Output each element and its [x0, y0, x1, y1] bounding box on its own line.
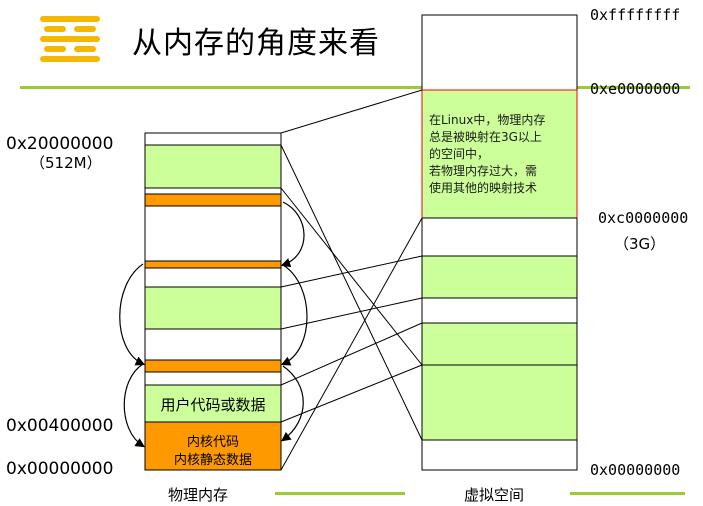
phys-addr-bottom: 0x00000000 [6, 459, 114, 479]
footer-rule-left [275, 492, 405, 495]
kernel-block-label-1: 内核代码 [186, 435, 239, 450]
note-line-4: 若物理内存过大，需 [429, 164, 538, 178]
phys-addr-mid: 0x00400000 [6, 416, 114, 436]
virt-green-block-1 [421, 255, 578, 299]
virt-addr-top: 0xffffffff [590, 6, 681, 24]
physical-memory-label: 物理内存 [168, 486, 229, 504]
virtual-space-column [421, 14, 578, 471]
note-line-1: 在Linux中，物理内存 [429, 113, 546, 127]
phys-green-block-1 [144, 144, 282, 189]
logo [38, 14, 102, 64]
virt-addr-c: 0xc0000000 [598, 209, 689, 227]
phys-kernel-block [144, 421, 282, 471]
phys-orange-strip-1 [144, 193, 282, 207]
curved-arrows [119, 201, 308, 448]
phys-addr-top: 0x20000000 [6, 134, 114, 154]
user-block-label: 用户代码或数据 [160, 396, 266, 414]
kernel-block-label-2: 内核静态数据 [173, 453, 252, 468]
virt-green-block-3 [421, 364, 578, 441]
kernel-mapping-region [421, 89, 578, 219]
note-line-5: 使用其他的映射技术 [429, 181, 538, 195]
virt-green-block-2 [421, 322, 578, 366]
note-line-2: 总是被映射在3G以上 [429, 130, 542, 144]
page-title: 从内存的角度来看 [132, 26, 380, 61]
phys-orange-strip-3 [144, 359, 282, 373]
phys-orange-strip-2 [144, 260, 282, 269]
phys-addr-top-size: （512M） [30, 154, 102, 172]
mapping-lines [280, 89, 423, 471]
virt-addr-e: 0xe0000000 [590, 80, 681, 98]
footer-rule-right [570, 492, 685, 495]
phys-green-block-2 [144, 286, 282, 330]
physical-memory-column [144, 132, 282, 471]
note-line-3: 的空间中， [429, 147, 490, 161]
virt-addr-bottom: 0x00000000 [590, 461, 681, 479]
virtual-space-label: 虚拟空间 [464, 486, 525, 504]
mapping-note: 在Linux中，物理内存 总是被映射在3G以上 的空间中， 若物理内存过大，需 … [429, 112, 577, 197]
header-rule [20, 86, 690, 89]
virt-addr-c-size: （3G） [614, 235, 666, 253]
phys-user-block [144, 384, 282, 423]
